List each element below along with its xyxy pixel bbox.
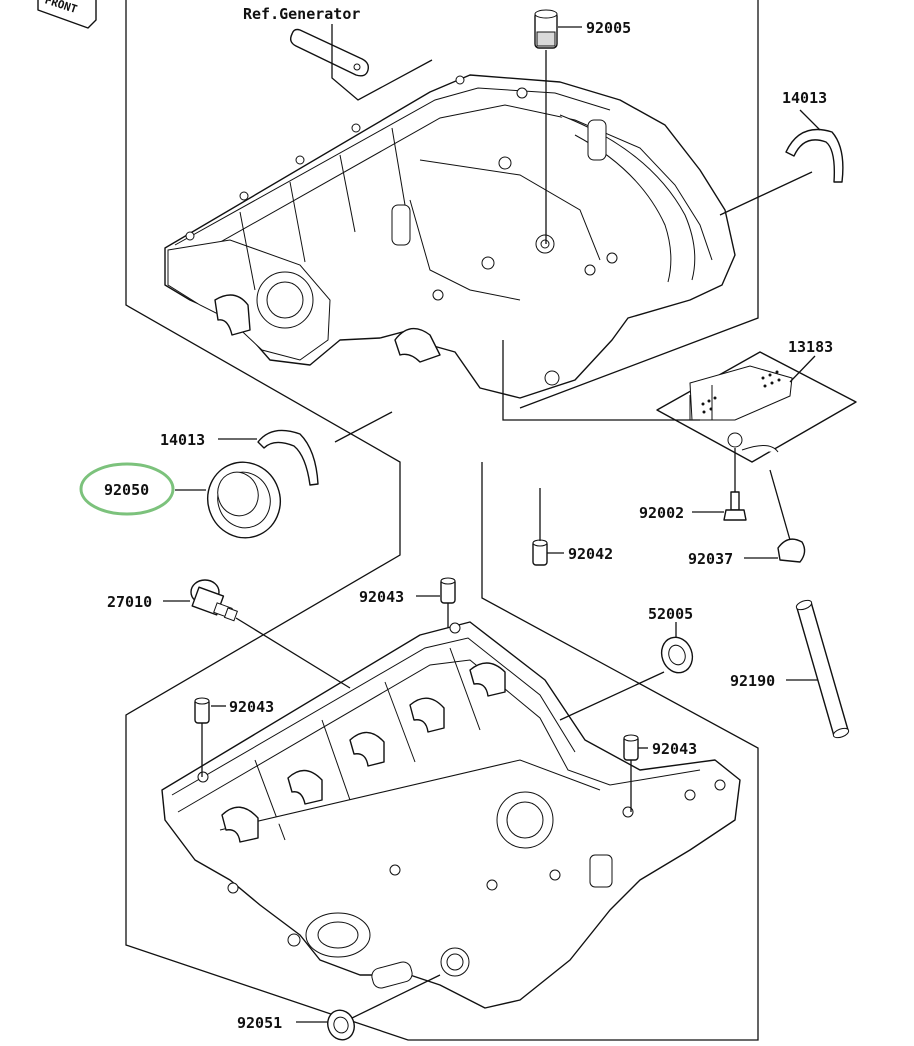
part-92043-dowel-pin-right [623,734,639,761]
label-ref-generator: Ref.Generator [243,5,360,23]
lower-crankcase [161,621,741,1009]
generator-reference-bracket [289,28,370,77]
part-92002-bolt [723,491,747,521]
leader-lines [163,24,821,1023]
part-92050-oil-seal [207,461,281,539]
part-27010-pressure-switch [190,579,238,622]
part-92043-dowel-pin-top [440,577,456,604]
label-92005: 92005 [586,19,631,37]
part-92037-clamp [777,538,806,563]
assembly-frame-lines [125,0,759,1041]
part-92005-plug [534,9,558,49]
front-direction-badge: FRONT [37,0,97,29]
part-52005-seal [660,636,694,674]
part-92190-tube [795,599,850,739]
label-92042: 92042 [568,545,613,563]
part-14013-upper-bearing-shell [785,128,844,183]
highlight-ring-92050 [79,462,175,516]
label-14013-left: 14013 [160,431,205,449]
label-92050: 92050 [104,481,149,499]
part-92043-dowel-pin-left [194,697,210,724]
part-92042-dowel-pin [532,539,548,566]
label-27010: 27010 [107,593,152,611]
label-52005: 52005 [648,605,693,623]
label-13183: 13183 [788,338,833,356]
part-labels: Ref.Generator 92005 14013 13183 14013 92… [104,5,833,1032]
part-92051-seal [327,1009,355,1041]
part-13183-plate [656,351,857,463]
upper-crankcase [164,74,736,399]
label-14013-top: 14013 [782,89,827,107]
label-92002: 92002 [639,504,684,522]
label-92190: 92190 [730,672,775,690]
label-92043-top: 92043 [359,588,404,606]
label-92043-right: 92043 [652,740,697,758]
label-92051: 92051 [237,1014,282,1032]
label-92043-left: 92043 [229,698,274,716]
part-14013-lower-bearing-shell [257,429,319,486]
label-92037: 92037 [688,550,733,568]
